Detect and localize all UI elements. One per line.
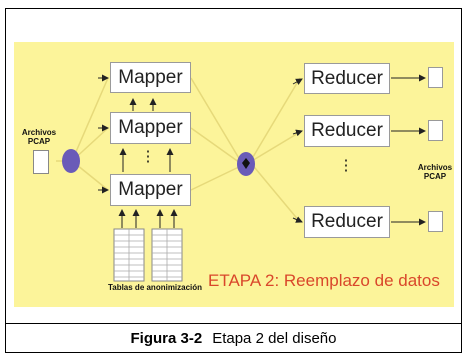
mapper-ellipsis: ⋮ — [140, 148, 156, 165]
input-node — [62, 149, 80, 173]
input-file-icon — [33, 150, 49, 174]
connector-in-mapper1 — [71, 77, 109, 162]
connector-mid-reducer1 — [249, 77, 301, 163]
figure-caption: Figura 3-2 Etapa 2 del diseño — [5, 324, 462, 353]
mapper-1: Mapper — [110, 62, 191, 93]
input-files-label: Archivos PCAP — [21, 128, 57, 146]
connector-mid-reducer2 — [249, 131, 301, 163]
connector-mapper2-mid — [190, 127, 244, 166]
caption-text: Etapa 2 del diseño — [212, 330, 337, 347]
output-file-1 — [428, 67, 443, 88]
output-files-label: Archivos PCAP — [417, 163, 453, 181]
reducer-ellipsis: ⋮ — [338, 157, 354, 174]
connector-mid-reducer3 — [249, 161, 301, 223]
mapper-3: Mapper — [110, 174, 191, 206]
reducer-3: Reducer — [304, 206, 390, 238]
anonymization-tables — [113, 228, 183, 282]
caption-number: Figura 3-2 — [130, 330, 203, 347]
output-file-2 — [428, 120, 443, 141]
tables-label: Tablas de anonimización — [107, 283, 203, 292]
connector-mapper1-mid — [190, 77, 244, 166]
reducer-2: Reducer — [304, 115, 390, 147]
caption-divider — [5, 323, 462, 324]
connector-mapper3-mid — [190, 164, 244, 191]
stage-title: ETAPA 2: Reemplazo de datos — [208, 271, 440, 290]
output-file-3 — [428, 211, 443, 232]
reducer-1: Reducer — [304, 63, 390, 94]
mapper-2: Mapper — [110, 112, 191, 144]
